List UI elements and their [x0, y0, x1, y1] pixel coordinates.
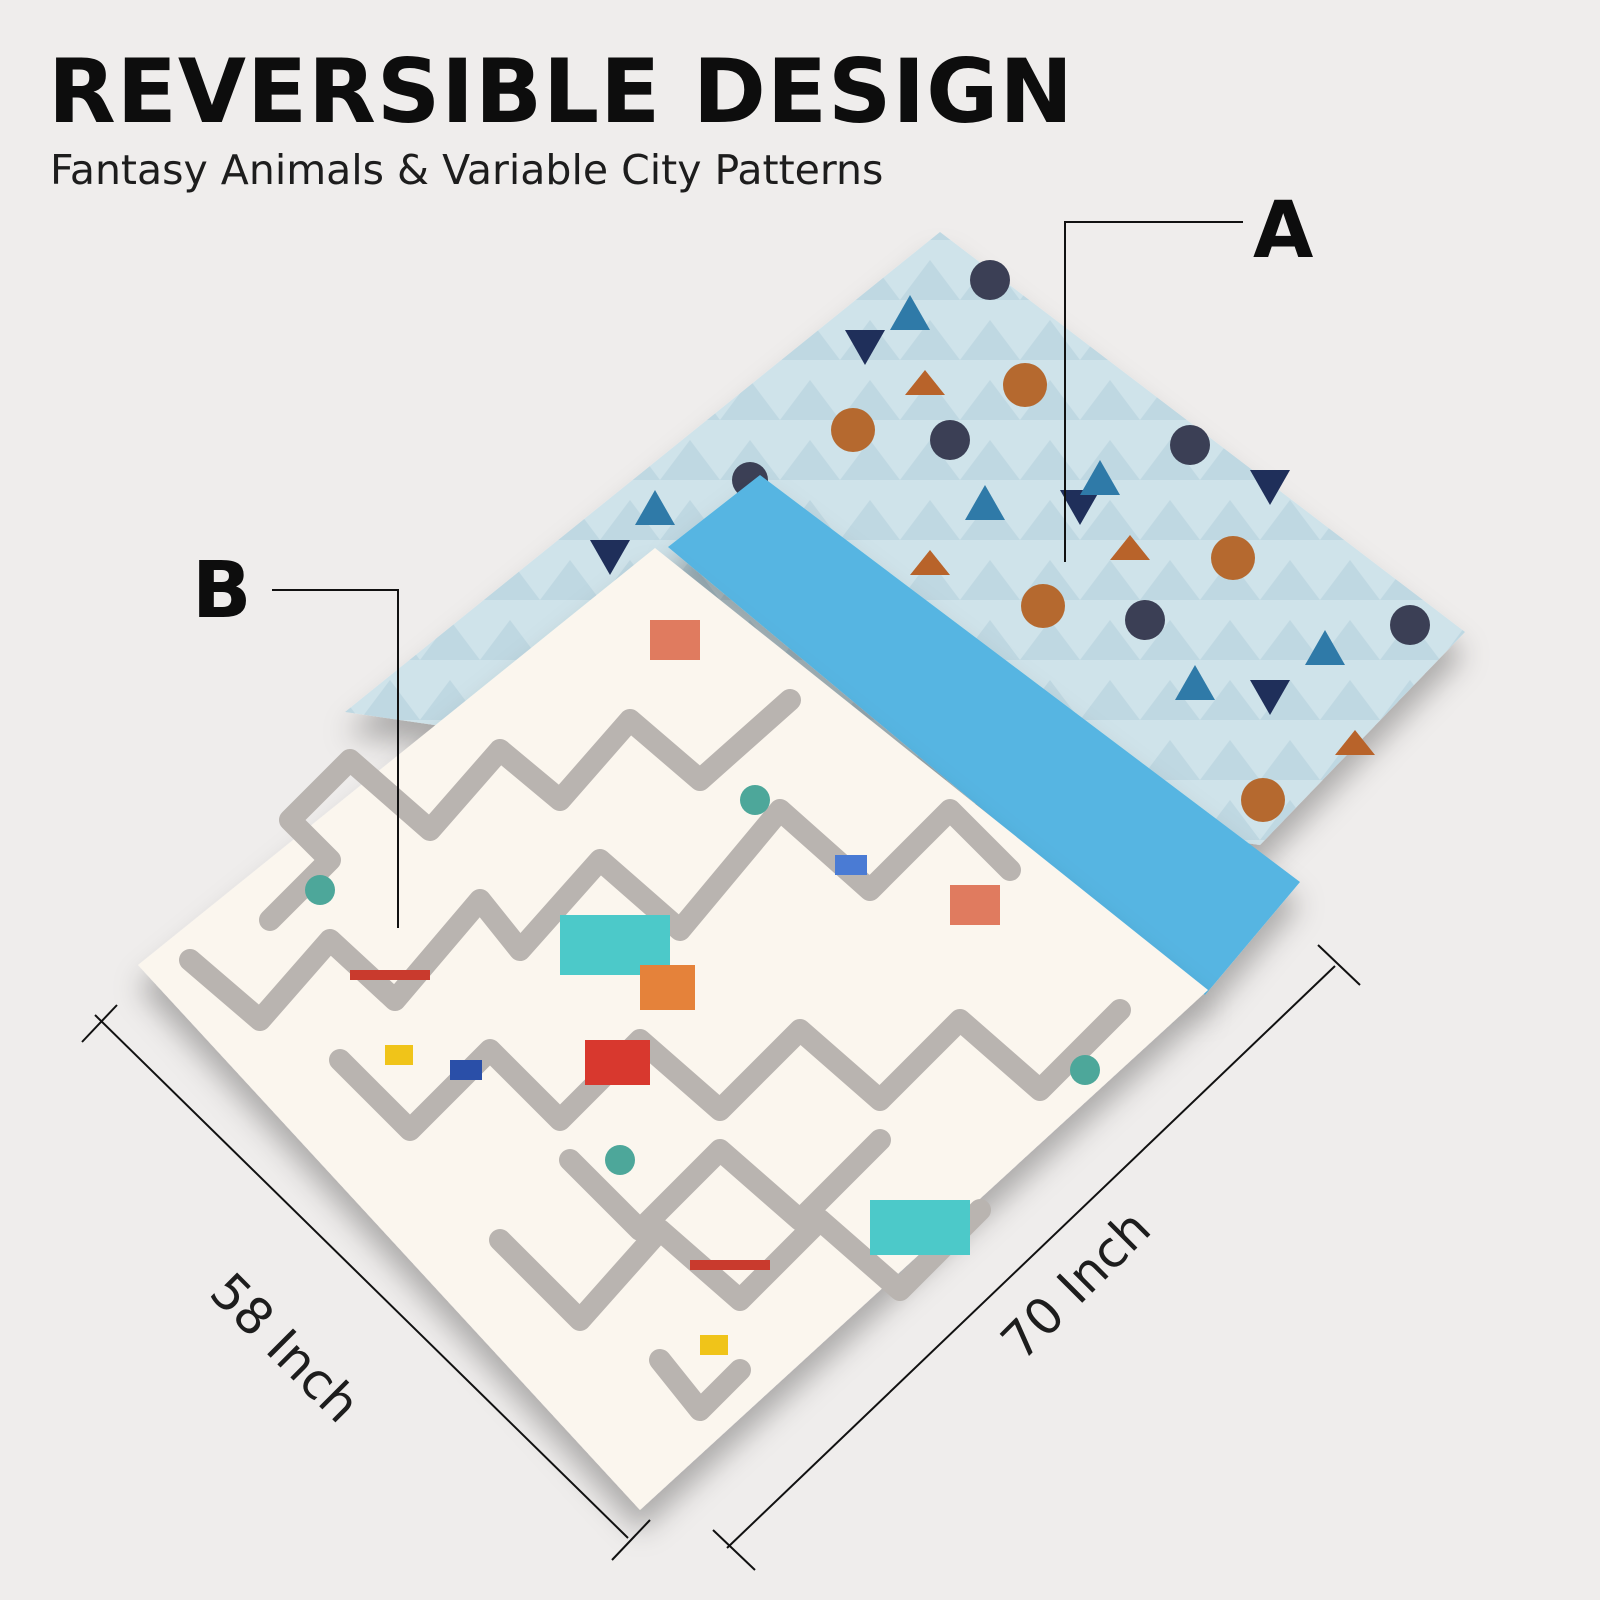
side-b-label: B [192, 546, 252, 636]
side-b-roads [179, 689, 1131, 1421]
side-b-mat [138, 548, 1208, 1510]
blue-strip [668, 475, 1300, 995]
dimension-line-length [712, 944, 1361, 1571]
side-b-icons [305, 620, 1100, 1355]
callout-a-line [1064, 221, 1243, 562]
page-subtitle: Fantasy Animals & Variable City Patterns [50, 146, 884, 194]
page-title: REVERSIBLE DESIGN [48, 40, 1075, 143]
dimension-line-width [81, 1004, 651, 1561]
side-a-animals [590, 260, 1430, 822]
side-a-label: A [1253, 186, 1314, 276]
callout-b-line [272, 589, 399, 928]
